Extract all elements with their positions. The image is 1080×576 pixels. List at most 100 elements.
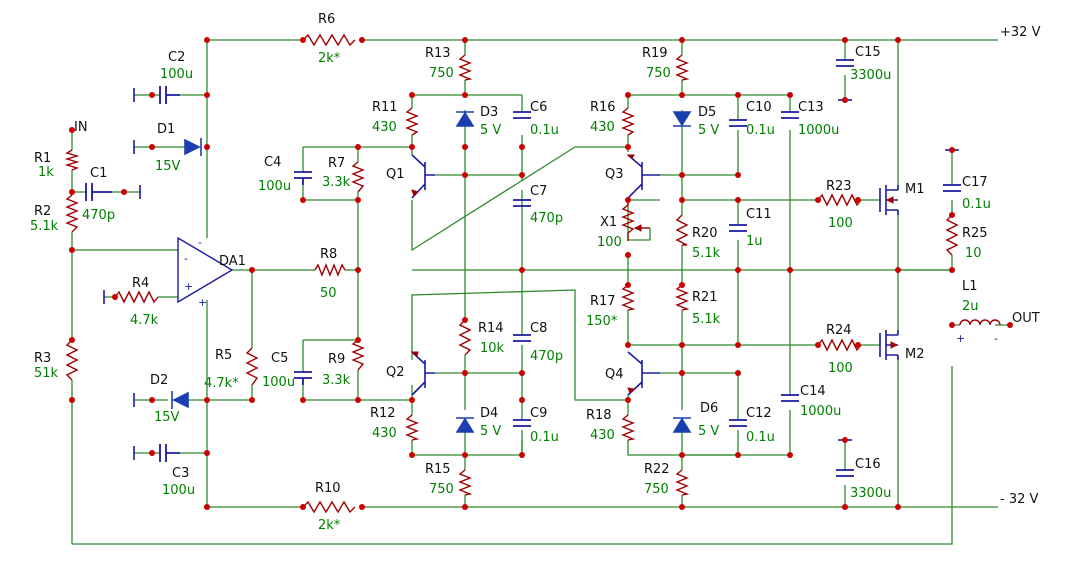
opamp-supply-minus: - <box>198 236 202 249</box>
r11-value: 430 <box>372 120 397 135</box>
d6-value: 5 V <box>698 424 719 439</box>
resistor-r10 <box>302 500 356 514</box>
diode-d2 <box>171 391 189 409</box>
output-label: OUT <box>1012 311 1040 326</box>
capacitor-c5 <box>294 371 312 385</box>
q3-ref: Q3 <box>605 167 624 182</box>
r8-ref: R8 <box>320 247 337 262</box>
c4-ref: C4 <box>264 155 281 170</box>
diode-d5 <box>672 111 692 127</box>
r8-value: 50 <box>320 286 337 301</box>
r17-ref: R17 <box>590 294 616 309</box>
diode-d3 <box>455 111 475 127</box>
r2-ref: R2 <box>34 204 51 219</box>
r10-value: 2k* <box>318 518 341 533</box>
c14-value: 1000u <box>800 404 841 419</box>
c4-value: 100u <box>258 179 291 194</box>
r21-value: 5.1k <box>692 312 721 327</box>
c2-ref: C2 <box>168 50 185 65</box>
resistor-r5 <box>245 347 259 386</box>
c8-ref: C8 <box>530 321 547 336</box>
opamp-ref-label: DA1 <box>219 254 246 269</box>
l1-ref: L1 <box>962 279 978 294</box>
resistor-r9 <box>351 339 365 371</box>
mosfet-m1 <box>879 185 899 215</box>
capacitor-c3 <box>159 444 180 462</box>
resistor-r23 <box>817 193 862 207</box>
diode-d4 <box>455 417 475 433</box>
opamp-minus-sign: - <box>184 252 188 265</box>
r20-ref: R20 <box>692 226 718 241</box>
c16-value: 3300u <box>850 486 891 501</box>
c12-ref: C12 <box>746 406 772 421</box>
resistor-r21 <box>675 284 690 311</box>
diode-d6 <box>672 417 692 433</box>
resistor-r8 <box>314 263 346 277</box>
capacitor-c1 <box>85 183 112 201</box>
c9-value: 0.1u <box>530 430 559 445</box>
d4-ref: D4 <box>480 406 498 421</box>
d5-ref: D5 <box>698 105 716 120</box>
r12-ref: R12 <box>370 406 396 421</box>
c7-ref: C7 <box>530 184 547 199</box>
r4-value: 4.7k <box>130 313 159 328</box>
resistor-r15 <box>458 469 473 496</box>
r13-value: 750 <box>429 66 454 81</box>
c15-value: 3300u <box>850 68 891 83</box>
wires <box>71 39 1010 545</box>
r25-value: 10 <box>965 246 982 261</box>
r23-value: 100 <box>828 216 853 231</box>
capacitor-c9 <box>513 419 531 427</box>
diode-d1 <box>184 138 202 156</box>
opamp-plus-sign: + <box>184 280 193 293</box>
r20-value: 5.1k <box>692 246 721 261</box>
capacitor-c12 <box>729 419 747 427</box>
d3-value: 5 V <box>480 123 501 138</box>
resistor-r19 <box>675 54 690 81</box>
m1-ref: M1 <box>905 182 925 197</box>
r25-ref: R25 <box>962 226 988 241</box>
r24-ref: R24 <box>826 323 852 338</box>
r9-ref: R9 <box>328 352 345 367</box>
c12-value: 0.1u <box>746 430 775 445</box>
r21-ref: R21 <box>692 290 718 305</box>
c11-ref: C11 <box>746 207 772 222</box>
c10-ref: C10 <box>746 100 772 115</box>
r16-ref: R16 <box>590 100 616 115</box>
capacitor-c17 <box>943 184 961 192</box>
capacitor-c7 <box>513 199 531 207</box>
mosfet-m2 <box>879 330 899 360</box>
d1-value: 15V <box>155 159 181 174</box>
resistor-r25 <box>945 214 959 256</box>
d4-value: 5 V <box>480 424 501 439</box>
c6-value: 0.1u <box>530 123 559 138</box>
capacitor-c11 <box>729 224 747 232</box>
junction-dots <box>69 37 1013 510</box>
r14-ref: R14 <box>478 321 504 336</box>
labels: +32 V - 32 V OUT IN DA1 R1 1k R2 5.1k R3… <box>30 12 1041 533</box>
resistor-r16 <box>621 107 635 136</box>
c11-value: 1u <box>746 234 763 249</box>
c6-ref: C6 <box>530 100 547 115</box>
r10-ref: R10 <box>315 481 341 496</box>
r19-ref: R19 <box>642 46 668 61</box>
r5-value: 4.7k* <box>204 376 239 391</box>
resistor-r12 <box>405 414 420 441</box>
r19-value: 750 <box>646 66 671 81</box>
r6-ref: R6 <box>318 12 335 27</box>
c10-value: 0.1u <box>746 123 775 138</box>
d2-ref: D2 <box>150 373 168 388</box>
c3-ref: C3 <box>172 466 189 481</box>
capacitor-c15 <box>836 59 854 67</box>
m2-ref: M2 <box>905 347 925 362</box>
rail-negative-label: - 32 V <box>1000 492 1038 507</box>
r18-ref: R18 <box>586 408 612 423</box>
inductor-minus-sign: - <box>994 332 998 345</box>
c17-ref: C17 <box>962 175 988 190</box>
input-label: IN <box>74 120 88 135</box>
capacitor-c6 <box>513 111 531 119</box>
c8-value: 470p <box>530 349 563 364</box>
capacitors <box>85 59 961 477</box>
c5-value: 100u <box>262 375 295 390</box>
r14-value: 10k <box>480 341 505 356</box>
